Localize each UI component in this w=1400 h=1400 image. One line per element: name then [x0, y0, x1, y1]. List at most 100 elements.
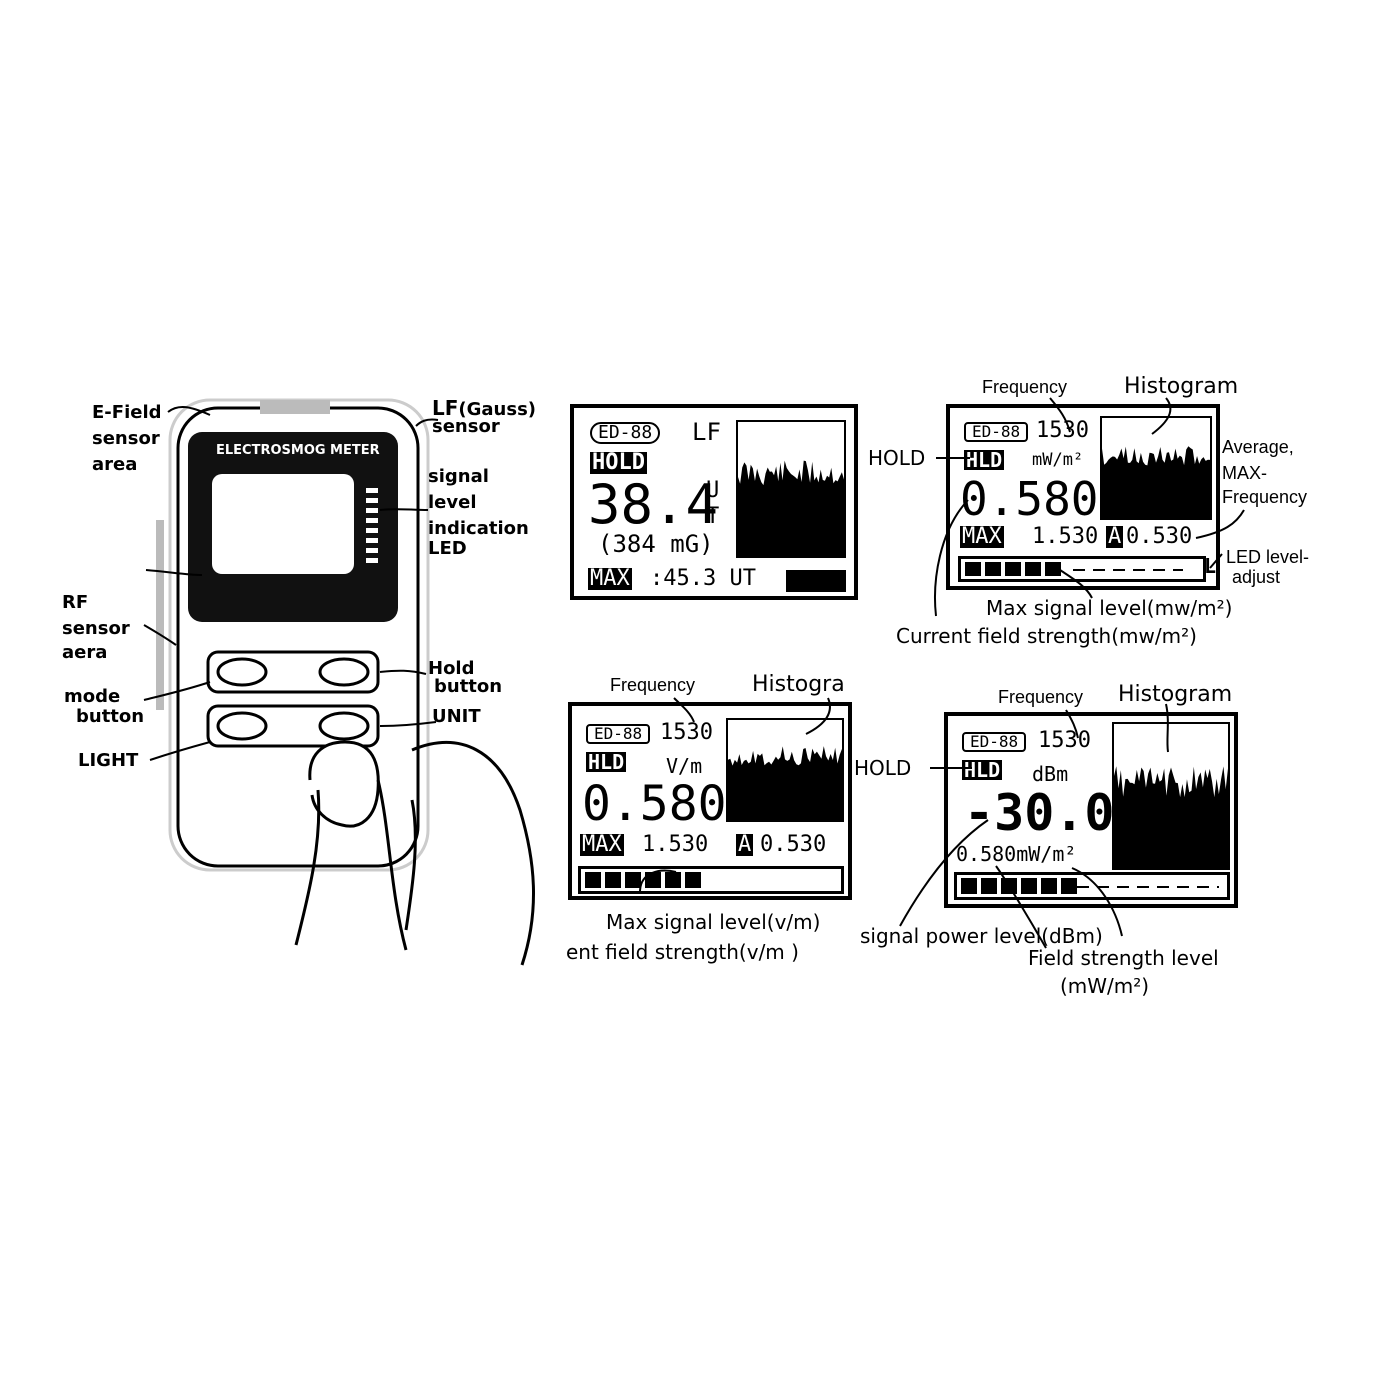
- level-segment: [961, 878, 977, 894]
- histogram-fill: [1114, 766, 1228, 868]
- rf3-ann-hold: HOLD: [854, 756, 912, 780]
- label-efield-3: area: [92, 454, 138, 475]
- lf-value: 38.4: [588, 473, 719, 536]
- label-hold-1: Hold: [428, 658, 475, 679]
- rf1-max-label: MAX: [960, 524, 1004, 549]
- level-segment: [1025, 562, 1041, 576]
- rf1-max-value: 1.530: [1032, 524, 1099, 549]
- rf3-model: ED-88: [962, 732, 1027, 752]
- label-signal-3: indication: [428, 518, 529, 539]
- lf-max-value: :45.3 UT: [650, 566, 756, 591]
- rf1-ann-frequency: Frequency: [982, 377, 1068, 397]
- label-hold-2: button: [434, 676, 503, 697]
- lf-model: ED-88: [590, 422, 661, 444]
- rf1-ann-average-1: Average,: [1222, 437, 1294, 457]
- rf3-value: -30.0: [964, 784, 1115, 842]
- label-rf-1: RF: [62, 592, 89, 613]
- level-segment: [1001, 878, 1017, 894]
- label-lf-main: LF: [432, 396, 459, 420]
- rf1-histogram: [1100, 416, 1212, 520]
- level-segment: [981, 878, 997, 894]
- level-segment: [585, 872, 601, 888]
- rf1-hold-badge: HLD: [964, 448, 1005, 472]
- rf3-histogram: [1112, 722, 1230, 870]
- lf-mode: LF: [692, 418, 721, 446]
- level-segment: [625, 872, 641, 888]
- level-segment: [1021, 878, 1037, 894]
- label-efield-2: sensor: [92, 428, 160, 449]
- lcd-rf3-screen: ED-88 1530 HLD dBm -30.0 0.580mW/m²: [944, 712, 1238, 908]
- rf1-ann-average-3: Frequency: [1222, 487, 1308, 507]
- lf-max-block: [786, 570, 846, 592]
- signal-led-bar: [366, 488, 378, 563]
- rf1-ann-histogram: Histogram: [1124, 374, 1239, 399]
- efield-sensor-tab: [260, 400, 330, 414]
- rf1-value: 0.580: [960, 472, 1099, 526]
- hand-outline: [308, 740, 380, 828]
- label-signal-2: level: [428, 492, 477, 513]
- rf3-histogram-bars: [1114, 766, 1228, 868]
- level-segment: [1005, 562, 1021, 576]
- lcd-rf2-screen: ED-88 1530 HLD V/m 0.580 MAX 1.530 A 0.5…: [568, 702, 852, 900]
- label-rf-3: aera: [62, 642, 108, 663]
- level-segment: [1061, 878, 1077, 894]
- rf2-avg-icon: A: [736, 832, 754, 857]
- level-segment: [1045, 562, 1061, 576]
- lf-max-label: MAX: [588, 566, 632, 591]
- rf1-ann-hold: HOLD: [868, 446, 926, 470]
- level-segment: [645, 872, 661, 888]
- device-screen: [212, 474, 354, 574]
- level-segment: [1041, 878, 1057, 894]
- rf1-model: ED-88: [964, 422, 1029, 442]
- hold-button-shape[interactable]: [318, 657, 370, 687]
- rf2-max-value: 1.530: [642, 832, 709, 857]
- rf2-value: 0.580: [582, 776, 727, 832]
- rf3-level-dash: [1077, 886, 1219, 888]
- rf3-sub-value: 0.580mW/m²: [956, 842, 1077, 866]
- rf2-ann-max: Max signal level(v/m): [606, 910, 821, 934]
- rf1-freq: 1530: [1036, 418, 1089, 443]
- label-lf-sensor: sensor: [432, 416, 500, 437]
- rf2-histogram: [726, 718, 844, 822]
- rf1-level-dash: [1073, 569, 1183, 571]
- lf-histogram-bars: [738, 460, 844, 556]
- lf-unit-bottom: T: [706, 504, 720, 529]
- lcd-lf-screen: ED-88 LF HOLD 38.4 U T (384 mG) MAX :45.…: [570, 404, 858, 600]
- device-title: ELECTROSMOG METER: [216, 443, 380, 458]
- lcd-rf1-screen: ED-88 1530 HLD mW/m² 0.580 MAX 1.530 A 0…: [946, 404, 1220, 590]
- lf-unit-top: U: [706, 478, 720, 503]
- label-efield-1: E-Field: [92, 402, 162, 423]
- rf2-ann-histogram: Histogra: [752, 672, 845, 697]
- rf3-level-bar: [954, 872, 1230, 900]
- histogram-fill: [728, 746, 842, 820]
- level-segment: [965, 562, 981, 576]
- rf1-level-bar: [958, 556, 1206, 582]
- rf2-avg-value: 0.530: [760, 832, 827, 857]
- rf2-ann-current: ent field strength(v/m ): [566, 940, 799, 964]
- light-button-shape[interactable]: [216, 711, 268, 741]
- rf1-histogram-bars: [1102, 446, 1210, 518]
- lf-hold-badge: HOLD: [590, 450, 647, 475]
- rf1-ann-current: Current field strength(mw/m²): [896, 624, 1197, 648]
- rf1-ann-max: Max signal level(mw/m²): [986, 596, 1233, 620]
- label-light: LIGHT: [78, 750, 139, 771]
- level-segment: [605, 872, 621, 888]
- rf3-unit: dBm: [1032, 762, 1069, 786]
- label-unit: UNIT: [432, 706, 481, 727]
- rf3-ann-field: Field strength level: [1028, 946, 1219, 970]
- rf3-ann-power: signal power level(dBm): [860, 924, 1103, 948]
- label-signal-4: LED: [428, 538, 467, 559]
- rf1-unit: mW/m²: [1032, 450, 1084, 470]
- unit-button-shape[interactable]: [318, 711, 370, 741]
- rf3-freq: 1530: [1038, 728, 1091, 753]
- mode-button-shape[interactable]: [216, 657, 268, 687]
- rf1-level-char: L: [1204, 554, 1217, 578]
- level-segment: [685, 872, 701, 888]
- label-lf: LF(Gauss): [432, 398, 536, 419]
- histogram-fill: [1102, 446, 1210, 518]
- label-mode-2: button: [76, 706, 145, 727]
- rf2-hold-badge: HLD: [586, 750, 627, 774]
- rf2-unit: V/m: [666, 754, 703, 778]
- histogram-fill: [738, 460, 844, 556]
- rf2-histogram-bars: [728, 746, 842, 820]
